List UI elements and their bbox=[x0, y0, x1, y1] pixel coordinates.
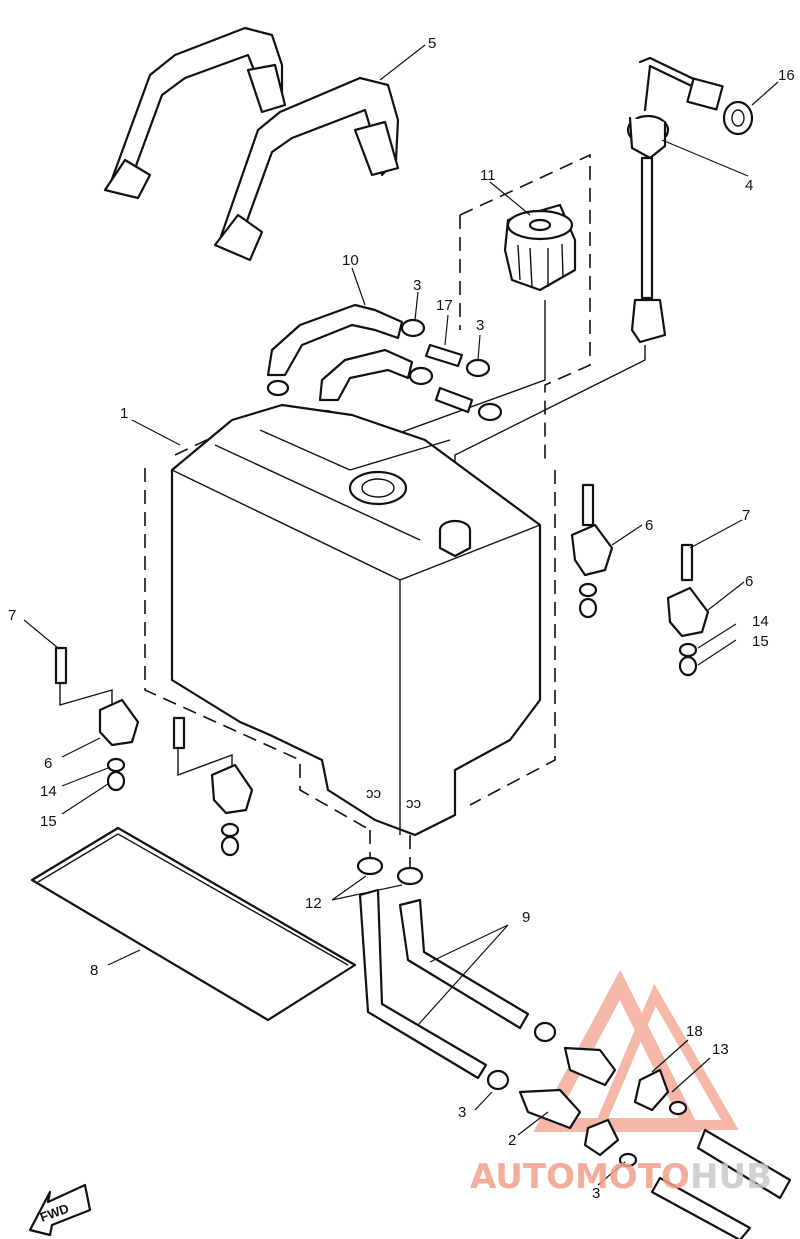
fuel-gauge-sender bbox=[626, 56, 754, 344]
hose-connectors bbox=[518, 1046, 792, 1239]
watermark-text: AUTOMOTO HUB bbox=[470, 1157, 772, 1197]
watermark-hub: HUB bbox=[690, 1157, 772, 1197]
callout-6: 6 bbox=[745, 573, 753, 590]
callout-7: 7 bbox=[8, 607, 16, 624]
fuel-tank: ɔɔ ɔɔ bbox=[170, 403, 542, 837]
callout-17: 17 bbox=[436, 297, 453, 314]
callout-14: 14 bbox=[40, 783, 57, 800]
callout-9: 9 bbox=[522, 909, 530, 926]
callout-18: 18 bbox=[686, 1023, 703, 1040]
callout-14: 14 bbox=[752, 613, 769, 630]
carry-handles bbox=[103, 26, 400, 262]
callout-6: 6 bbox=[645, 517, 653, 534]
mounting-brackets bbox=[54, 483, 710, 857]
callout-15: 15 bbox=[752, 633, 769, 650]
svg-text:ɔɔ: ɔɔ bbox=[406, 795, 421, 812]
callout-15: 15 bbox=[40, 813, 57, 830]
callout-3: 3 bbox=[476, 317, 484, 334]
callout-8: 8 bbox=[90, 962, 98, 979]
callout-labels: 1 2 3 3 3 3 4 5 6 6 6 7 7 8 9 10 11 12 1… bbox=[8, 35, 795, 1202]
callout-5: 5 bbox=[428, 35, 436, 52]
callout-13: 13 bbox=[712, 1041, 729, 1058]
callout-3: 3 bbox=[413, 277, 421, 294]
callout-10: 10 bbox=[342, 252, 359, 269]
callout-7: 7 bbox=[742, 507, 750, 524]
vent-hoses bbox=[266, 303, 414, 402]
filter-cap bbox=[503, 203, 577, 292]
watermark-automoto: AUTOMOTO bbox=[470, 1157, 690, 1197]
callout-4: 4 bbox=[745, 177, 753, 194]
callout-16: 16 bbox=[778, 67, 795, 84]
fwd-arrow: FWD bbox=[28, 1183, 92, 1237]
callout-3: 3 bbox=[592, 1185, 600, 1202]
callout-2: 2 bbox=[508, 1132, 516, 1149]
callout-11: 11 bbox=[480, 167, 496, 184]
callout-12: 12 bbox=[305, 895, 322, 912]
svg-text:ɔɔ: ɔɔ bbox=[366, 785, 381, 802]
leader-lines bbox=[23, 44, 779, 1186]
tank-mat bbox=[30, 826, 357, 1022]
fuel-hoses bbox=[356, 856, 557, 1091]
callout-1: 1 bbox=[120, 405, 128, 422]
callout-6: 6 bbox=[44, 755, 52, 772]
callout-3: 3 bbox=[458, 1104, 466, 1121]
